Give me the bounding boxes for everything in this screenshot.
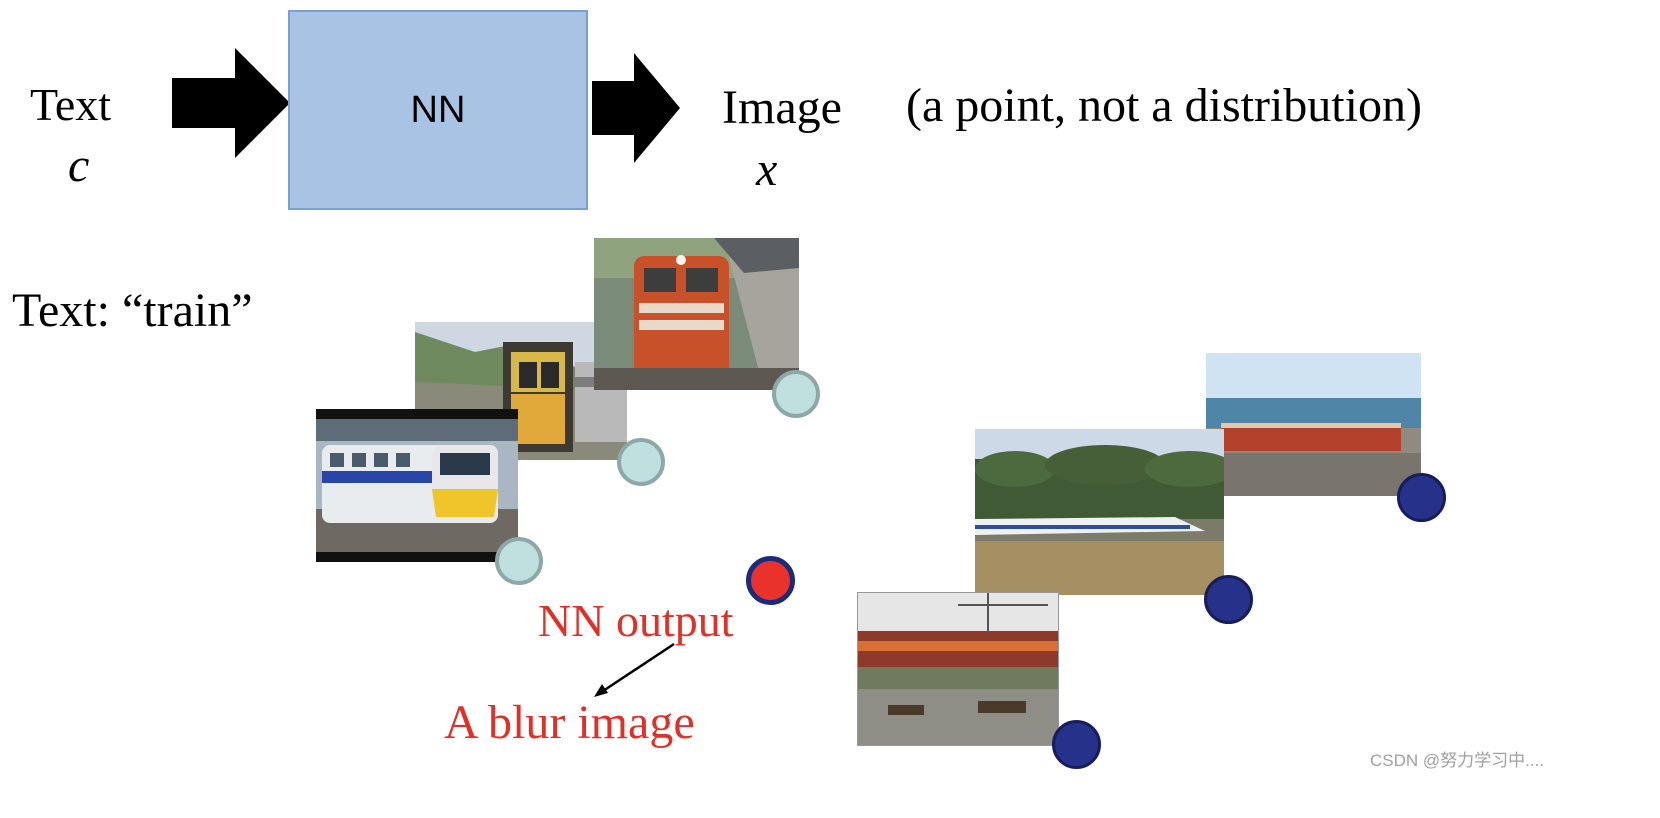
input-text-label: Text <box>30 79 112 130</box>
training-image-dot <box>1204 575 1253 624</box>
output-image-label: Image <box>722 81 842 134</box>
generated-sample-dot <box>772 370 820 418</box>
right-arrow-icon <box>172 48 290 158</box>
orange-locomotive-photo <box>594 238 799 390</box>
blue-commuter-train-photo <box>316 409 518 562</box>
nn-box-label: NN <box>410 88 466 131</box>
generated-sample-dot <box>617 438 665 486</box>
right-arrow-icon <box>592 53 680 163</box>
pointer-arrow-icon <box>594 642 675 697</box>
train-station-platform-photo <box>857 592 1059 746</box>
output-symbol-x: x <box>756 143 778 196</box>
point-not-distribution-note: (a point, not a distribution) <box>906 79 1422 132</box>
watermark: CSDN @努力学习中.... <box>1370 751 1545 770</box>
nn-output-label: NN output <box>538 595 734 646</box>
blur-image-label: A blur image <box>444 696 695 749</box>
nn-box: NN <box>288 10 588 210</box>
input-symbol-c: c <box>68 139 90 192</box>
red-locomotive-coast-photo <box>1206 353 1421 496</box>
training-image-dot <box>1052 720 1101 769</box>
high-speed-train-field-photo <box>975 429 1224 595</box>
generated-sample-dot <box>495 537 543 585</box>
training-image-dot <box>1397 473 1446 522</box>
prompt-text: Text: “train” <box>12 284 253 337</box>
nn-output-dot <box>746 556 795 605</box>
